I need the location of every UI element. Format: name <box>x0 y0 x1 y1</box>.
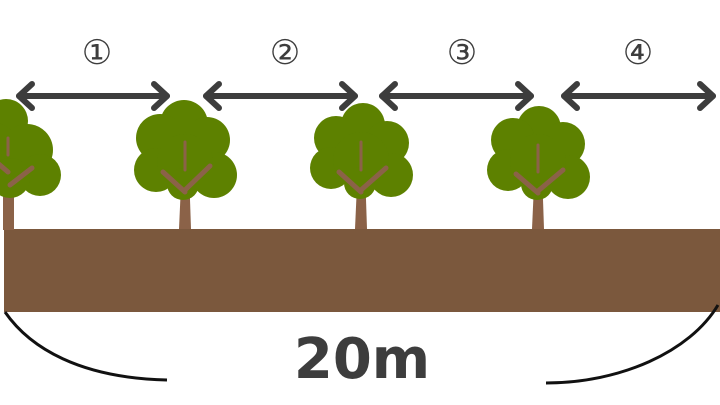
tree-1 <box>0 99 61 230</box>
length-brace-right <box>545 304 720 385</box>
spacing-arrows <box>16 81 716 111</box>
tree-2 <box>134 100 237 229</box>
interval-arrow-1 <box>16 81 170 111</box>
tree-branches <box>0 136 35 188</box>
interval-label-3: ③ <box>447 33 477 73</box>
tree-3 <box>310 103 413 229</box>
length-brace-left <box>3 311 168 382</box>
tree-branches <box>513 143 566 196</box>
tree-branches <box>336 140 389 195</box>
tree-4 <box>487 106 590 229</box>
interval-arrow-2 <box>203 81 358 111</box>
total-length-label: 20m <box>294 327 430 392</box>
interval-label-4: ④ <box>623 33 653 73</box>
interval-arrow-3 <box>379 81 534 111</box>
ground <box>4 229 720 312</box>
interval-label-2: ② <box>270 33 300 73</box>
interval-label-1: ① <box>82 33 112 73</box>
interval-arrow-4 <box>561 81 716 111</box>
tree-branches <box>160 140 213 195</box>
